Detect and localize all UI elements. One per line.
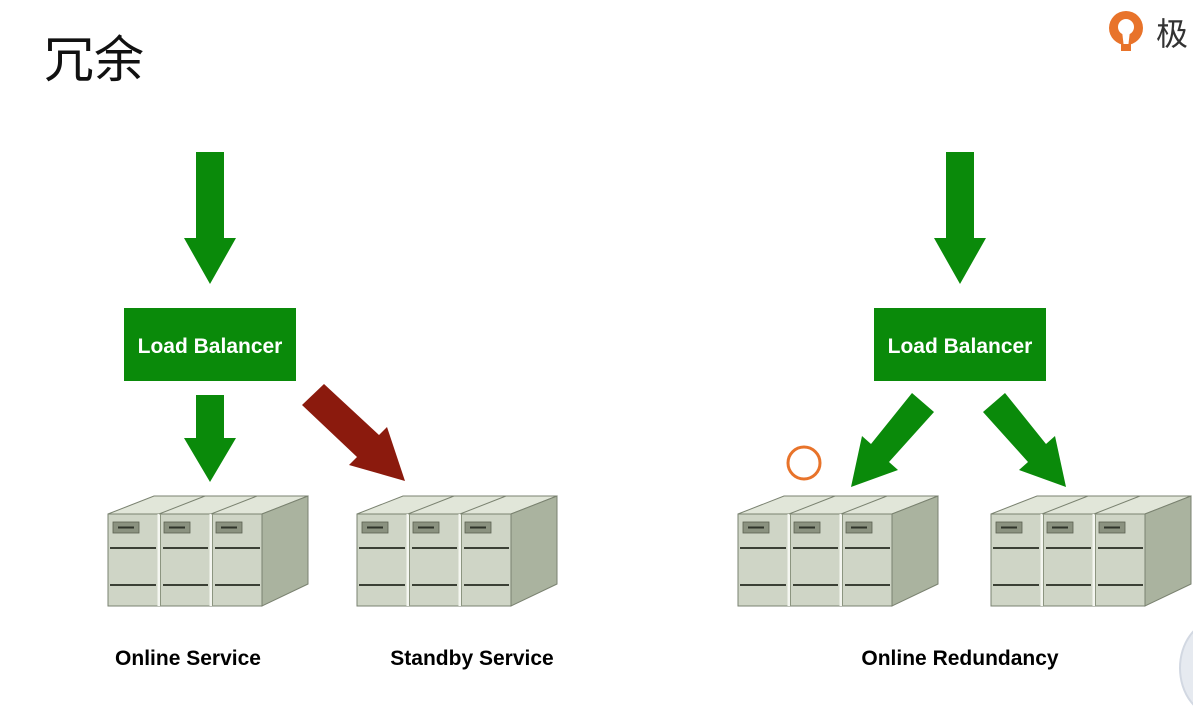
slide-title: 冗余 [44, 31, 144, 89]
standby-arrow [302, 384, 405, 481]
redundancy-arrow-left [851, 393, 934, 487]
online-arrow-left [184, 395, 236, 482]
incoming-arrow-right [934, 152, 986, 284]
load-balancer-label-left: Load Balancer [138, 335, 283, 358]
load-balancer-box-left [124, 308, 296, 381]
edge-decoration [1179, 630, 1193, 706]
logo-text: 极 [1156, 15, 1188, 53]
redundancy-arrow-right [983, 393, 1066, 487]
redundant-server-rack-2 [989, 494, 1193, 608]
standby-server-rack [355, 494, 559, 608]
standby-service-caption: Standby Service [390, 647, 553, 670]
online-redundancy-caption: Online Redundancy [861, 647, 1059, 670]
pointer-marker [786, 445, 822, 481]
load-balancer-label-right: Load Balancer [888, 335, 1033, 358]
load-balancer-box-right [874, 308, 1046, 381]
geektime-logo-icon [1109, 11, 1143, 51]
online-server-rack-left [106, 494, 310, 608]
online-service-caption: Online Service [115, 647, 261, 670]
redundant-server-rack-1 [736, 494, 940, 608]
incoming-arrow-left [184, 152, 236, 284]
